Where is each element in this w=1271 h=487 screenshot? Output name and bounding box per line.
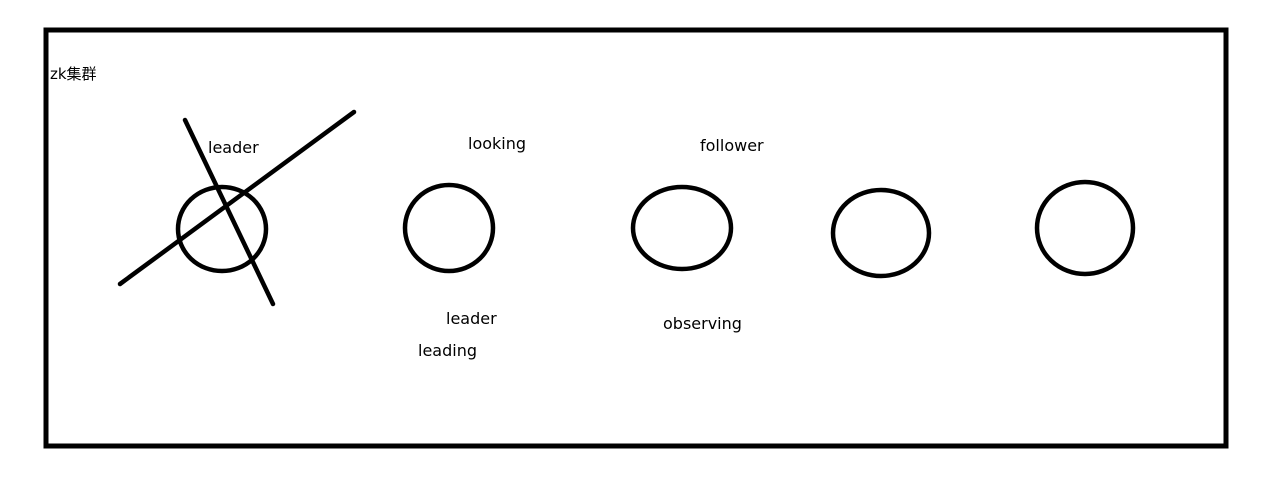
- zk-node-2: [402, 182, 496, 274]
- zk-node-1: [175, 184, 269, 274]
- node-2-state-label: looking: [468, 134, 527, 153]
- node-2-new-role-label: leader: [446, 309, 497, 328]
- zk-node-3: [630, 184, 734, 272]
- node-3-state-label: observing: [663, 314, 742, 333]
- node-2-new-state-label: leading: [418, 341, 477, 360]
- diagram-title: zk集群: [50, 65, 97, 83]
- zk-node-5: [1034, 179, 1136, 277]
- node-1-cross-stroke-a: [117, 109, 357, 287]
- node-1-state-label: leader: [208, 138, 259, 157]
- zk-node-4: [830, 187, 932, 279]
- cluster-boundary: [43, 27, 1229, 449]
- node-3-role-label: follower: [700, 136, 764, 155]
- node-1-cross-stroke-b: [182, 117, 276, 307]
